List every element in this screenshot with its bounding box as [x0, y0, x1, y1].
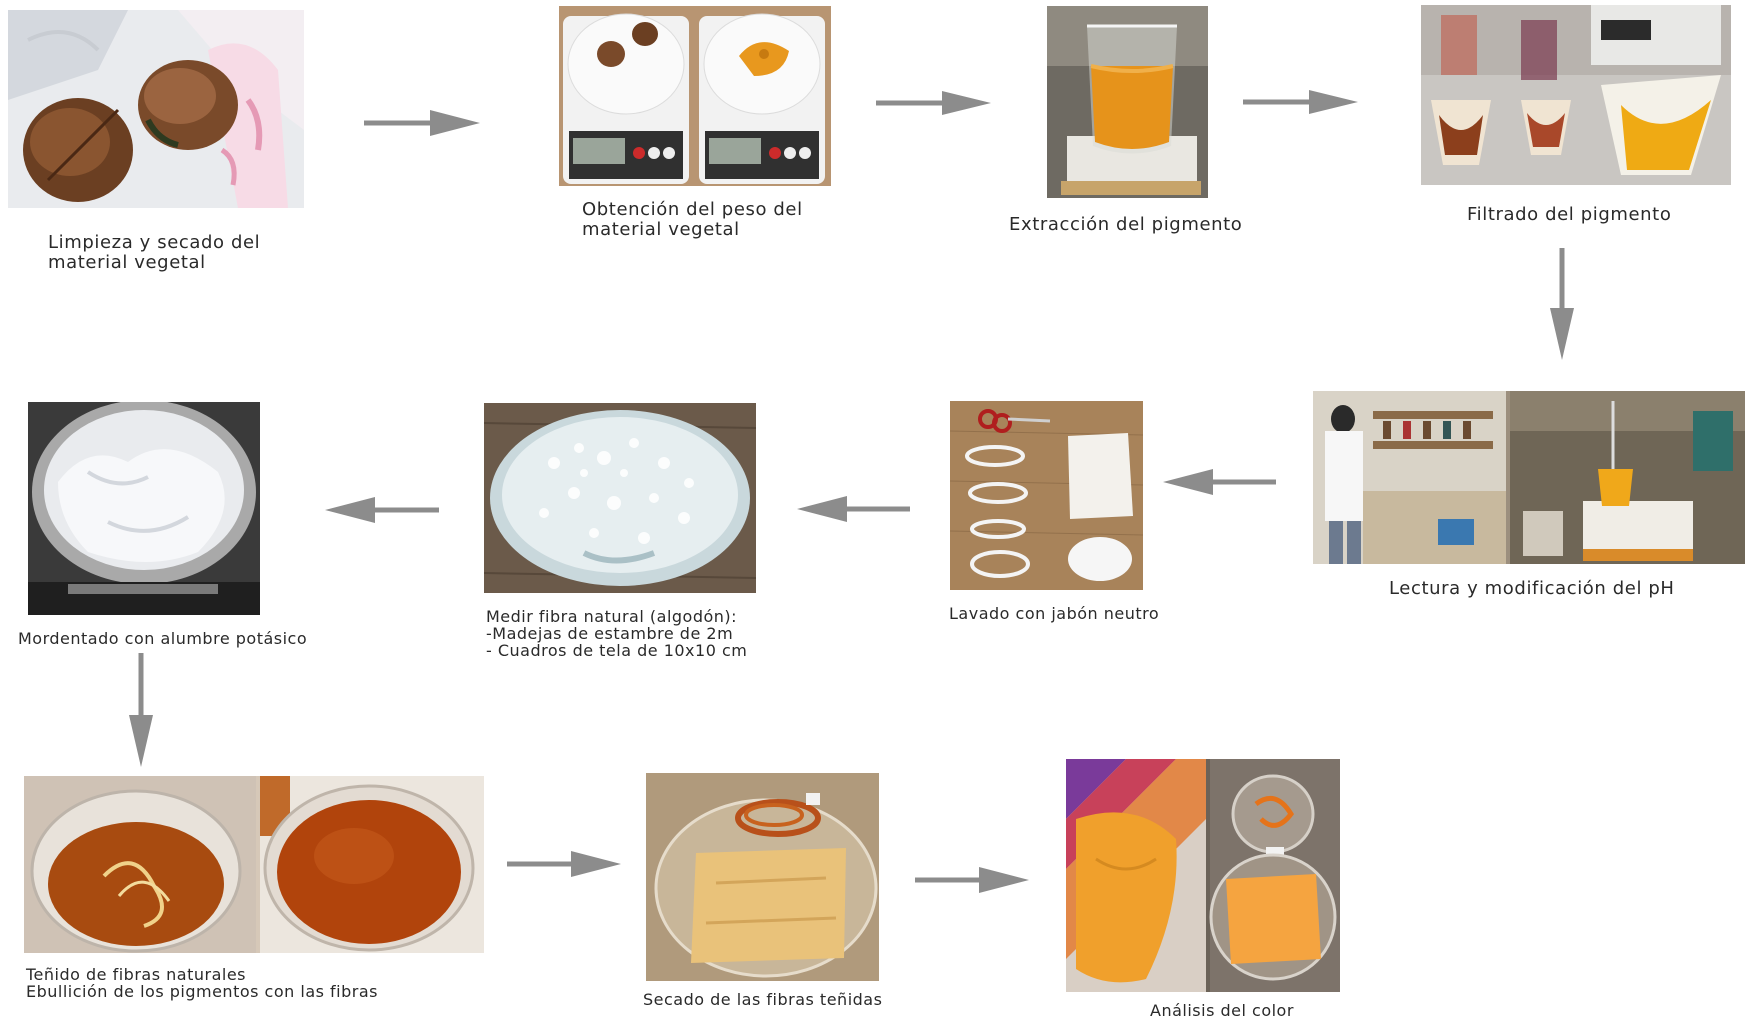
label-step-11: Análisis del color — [1150, 1002, 1294, 1019]
arrow-right — [1243, 88, 1358, 116]
photo-ph-reading — [1313, 391, 1745, 564]
label-step-7: Medir fibra natural (algodón): -Madejas … — [486, 608, 747, 659]
arrow-left — [797, 494, 910, 524]
label-step-2: Obtención del peso del material vegetal — [582, 200, 803, 240]
label-step-8: Mordentado con alumbre potásico — [18, 630, 307, 647]
label-step-4: Filtrado del pigmento — [1467, 205, 1671, 225]
photo-drying — [646, 773, 879, 981]
photo-measure-fiber — [484, 403, 756, 593]
arrow-right — [915, 865, 1029, 895]
arrow-right — [364, 108, 480, 138]
label-step-10: Secado de las fibras teñidas — [643, 991, 882, 1008]
photo-mordanting — [28, 402, 260, 615]
photo-cleaning-drying — [8, 10, 304, 208]
arrow-left — [325, 495, 439, 525]
label-step-9: Teñido de fibras naturales Ebullición de… — [26, 966, 378, 1000]
arrow-right — [507, 849, 621, 879]
photo-extraction — [1047, 6, 1208, 198]
label-step-6: Lavado con jabón neutro — [949, 605, 1159, 622]
arrow-down — [127, 653, 155, 767]
label-step-5: Lectura y modificación del pH — [1389, 579, 1675, 599]
arrow-down — [1548, 248, 1576, 360]
arrow-right — [876, 89, 991, 117]
photo-filtering — [1421, 5, 1731, 185]
photo-washing — [950, 401, 1143, 590]
arrow-left — [1163, 467, 1276, 497]
photo-weighing — [559, 6, 831, 186]
label-step-1: Limpieza y secado del material vegetal — [48, 233, 260, 273]
photo-dyeing — [24, 776, 484, 953]
label-step-3: Extracción del pigmento — [1009, 215, 1242, 235]
photo-color-analysis — [1066, 759, 1340, 992]
